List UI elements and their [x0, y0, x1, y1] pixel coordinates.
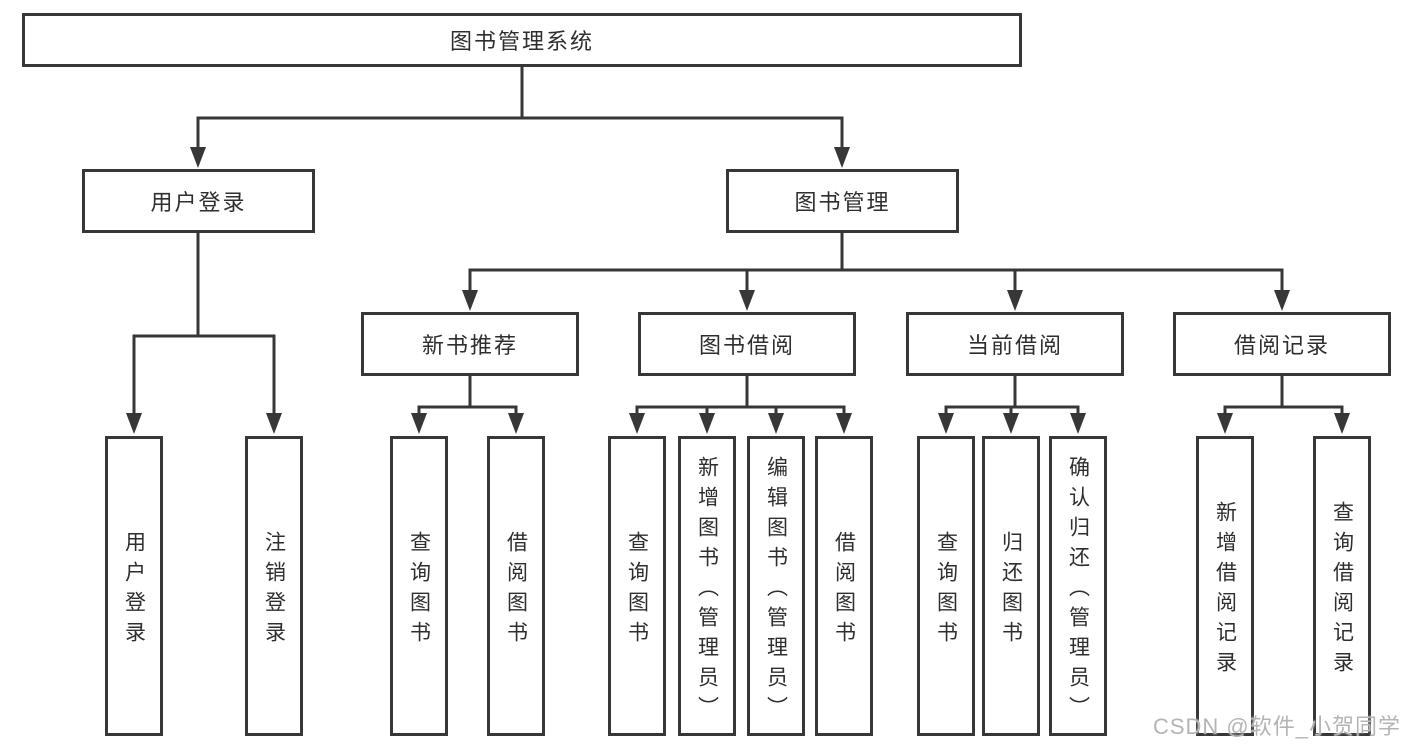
node-label: 借阅记录: [1233, 333, 1330, 358]
node-label: 归还图书: [999, 530, 1023, 651]
node-label: 图书管理系统: [449, 29, 594, 54]
node-book-management-branch: 图书管理: [726, 169, 959, 233]
leaf-confirm-return-admin: 确认归还（管理员）: [1049, 436, 1107, 736]
node-current-borrowing: 当前借阅: [906, 312, 1124, 376]
leaf-return-books: 归还图书: [982, 436, 1040, 736]
csdn-watermark: CSDN @软件_小贺同学: [1152, 714, 1401, 739]
node-label: 当前借阅: [966, 333, 1063, 358]
leaf-query-books-recommend: 查询图书: [390, 436, 448, 736]
node-label: 查询图书: [407, 530, 431, 651]
leaf-user-login: 用户登录: [105, 436, 163, 736]
node-new-book-recommendation: 新书推荐: [361, 312, 579, 376]
node-label: 注销登录: [262, 530, 286, 651]
leaf-query-books-current: 查询图书: [917, 436, 975, 736]
leaf-add-borrow-record: 新增借阅记录: [1196, 436, 1254, 736]
node-label: 图书借阅: [698, 333, 795, 358]
node-label: 查询图书: [934, 530, 958, 651]
leaf-borrow-books-recommend: 借阅图书: [487, 436, 545, 736]
node-library-management-system: 图书管理系统: [22, 13, 1022, 67]
node-label: 用户登录: [150, 190, 247, 215]
node-label: 借阅图书: [504, 530, 528, 651]
node-book-borrowing: 图书借阅: [638, 312, 856, 376]
node-label: 图书管理: [794, 190, 891, 215]
leaf-borrow-books: 借阅图书: [815, 436, 873, 736]
leaf-query-borrow-record: 查询借阅记录: [1313, 436, 1371, 736]
node-label: 用户登录: [122, 530, 146, 651]
node-label: 查询借阅记录: [1330, 500, 1354, 681]
node-label: 新书推荐: [421, 333, 518, 358]
node-borrowing-records: 借阅记录: [1173, 312, 1391, 376]
node-user-login-branch: 用户登录: [82, 169, 315, 233]
leaf-edit-books-admin: 编辑图书（管理员）: [747, 436, 805, 736]
leaf-query-books-borrow: 查询图书: [608, 436, 666, 736]
node-label: 新增图书（管理员）: [695, 455, 719, 726]
node-label: 新增借阅记录: [1213, 500, 1237, 681]
node-label: 查询图书: [625, 530, 649, 651]
node-label: 借阅图书: [832, 530, 856, 651]
node-label: 确认归还（管理员）: [1066, 455, 1090, 726]
leaf-logout: 注销登录: [245, 436, 303, 736]
node-label: 编辑图书（管理员）: [764, 455, 788, 726]
leaf-add-books-admin: 新增图书（管理员）: [678, 436, 736, 736]
